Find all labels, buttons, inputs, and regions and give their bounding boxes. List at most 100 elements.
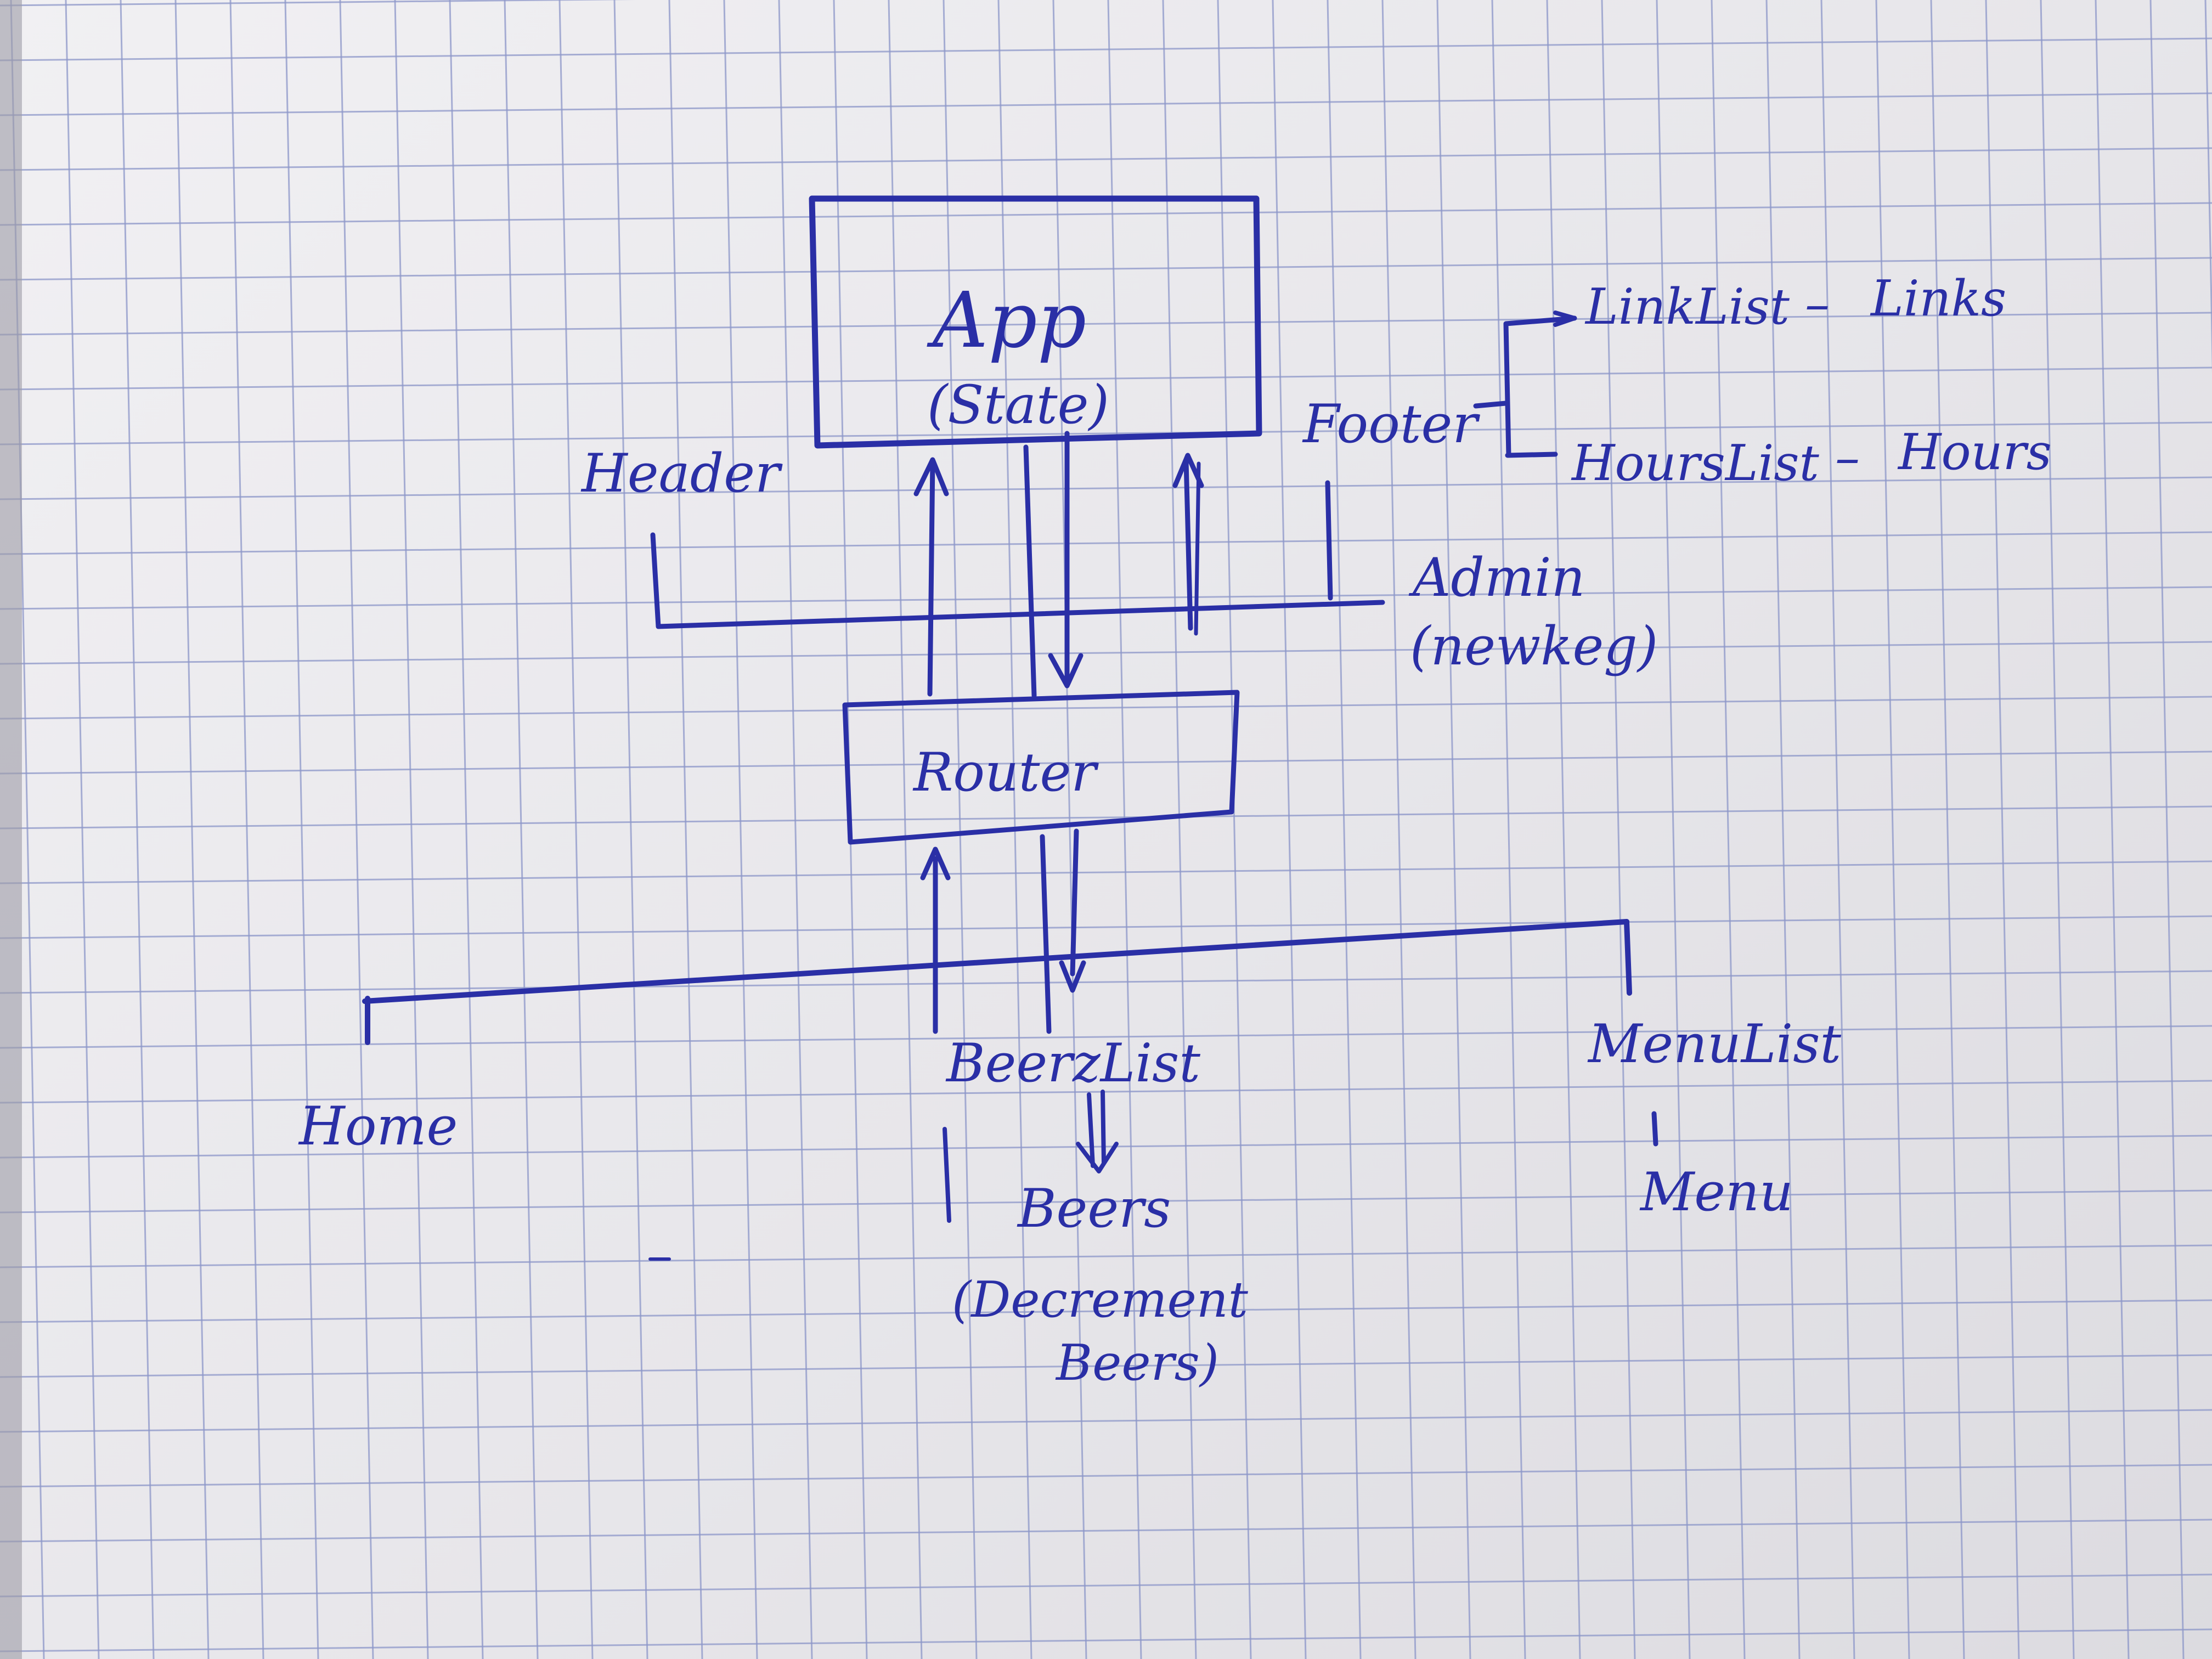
grid-line	[65, 0, 100, 1659]
beerzlist-to-router-arrowhead	[920, 847, 951, 881]
grid-line	[0, 860, 2212, 884]
grid-line	[0, 257, 2212, 281]
beerzlist-to-beers-arrowhead	[1076, 1142, 1119, 1173]
grid-line	[0, 1464, 2212, 1488]
app-to-router-line-a	[1023, 444, 1037, 698]
menu-label: Menu	[1640, 1161, 1793, 1223]
grid-line	[1052, 0, 1087, 1659]
footer-bracket	[1473, 315, 1577, 458]
grid-line	[449, 0, 484, 1659]
router-to-beerzlist-line-a	[1040, 834, 1052, 1034]
grid-line	[778, 0, 813, 1659]
hours-label: Hours	[1898, 424, 2052, 481]
links-label: Links	[1871, 270, 2007, 328]
grid-line	[943, 0, 978, 1659]
beerzlist-label: BeerzList	[946, 1032, 1200, 1094]
beers-title: Beers	[1018, 1178, 1171, 1239]
grid-line	[0, 312, 2212, 336]
router-to-beerzlist-line-b	[1070, 828, 1079, 977]
router-children-bus	[362, 919, 1629, 1004]
header-label: Header	[582, 443, 780, 504]
grid-line	[1162, 0, 1197, 1659]
grid-line	[0, 751, 2212, 775]
grid-line	[1601, 0, 1636, 1659]
app-to-router-arrowhead	[1048, 653, 1084, 689]
grid-line	[0, 1189, 2212, 1214]
beerzlist-to-beers-arrow	[1087, 1092, 1095, 1168]
grid-line	[0, 1244, 2212, 1268]
grid-line	[0, 0, 636, 7]
grid-line	[1820, 0, 1855, 1659]
router-to-beerzlist-arrowhead	[1059, 960, 1086, 993]
grid-line	[0, 1409, 2212, 1433]
grid-line	[1711, 0, 1746, 1659]
grid-line	[174, 0, 210, 1659]
beers-side-line	[943, 1127, 951, 1223]
footer-bracket-arrowhead	[1553, 311, 1577, 327]
grid-line	[2095, 0, 2130, 1659]
grid-line	[0, 1354, 2212, 1378]
grid-line	[1765, 0, 1801, 1659]
grid-line	[0, 366, 2212, 391]
grid-line	[2149, 0, 2185, 1659]
grid-line	[1985, 0, 2020, 1659]
grid-line	[668, 0, 703, 1659]
grid-line	[1546, 0, 1581, 1659]
hourslist-label: HoursList	[1572, 435, 1819, 492]
grid-line	[0, 641, 2212, 665]
beers-note-line1: (Decrement	[952, 1271, 1248, 1329]
grid-line	[0, 421, 2212, 445]
grid-line	[1875, 0, 1910, 1659]
grid-line	[1327, 0, 1362, 1659]
grid-line	[0, 696, 2212, 720]
grid-line	[0, 147, 2212, 171]
grid-line	[0, 586, 2212, 610]
grid-line	[1491, 0, 1526, 1659]
admin-note: (newkeg)	[1410, 616, 1658, 677]
admin-to-app-arrow	[1183, 458, 1193, 631]
grid-line	[1436, 0, 1471, 1659]
grid-line	[0, 1628, 2212, 1652]
menulist-connector	[1624, 919, 1632, 996]
app-state-note: (State)	[927, 374, 1109, 436]
grid-line	[0, 1080, 2212, 1104]
grid-line	[0, 1135, 2212, 1159]
grid-line	[0, 476, 2212, 500]
grid-line	[0, 1519, 2212, 1543]
links-dash: –	[1805, 275, 1830, 333]
grid-line	[0, 970, 2212, 994]
footer-label: Footer	[1303, 393, 1478, 455]
beers-note-line2: Beers)	[1056, 1334, 1219, 1392]
grid-line	[0, 92, 2212, 116]
hours-dash: –	[1835, 429, 1860, 487]
grid-line	[0, 805, 2212, 830]
grid-line	[229, 0, 264, 1659]
router-box	[842, 690, 1240, 845]
router-to-app-arrow	[927, 458, 935, 697]
grid-line	[0, 202, 2212, 226]
grid-line	[120, 0, 155, 1659]
grid-line	[613, 0, 648, 1659]
grid-line	[888, 0, 923, 1659]
menulist-label: MenuList	[1588, 1013, 1842, 1075]
app-box	[809, 195, 1262, 449]
grid-line	[723, 0, 758, 1659]
admin-connector	[1325, 480, 1333, 601]
grid-line	[1272, 0, 1307, 1659]
grid-line	[2204, 0, 2212, 374]
linklist-label: LinkList	[1585, 278, 1790, 336]
grid-line	[0, 1299, 2212, 1323]
home-label: Home	[299, 1096, 458, 1157]
page-edge	[0, 0, 22, 1659]
grid-line	[0, 1573, 2212, 1598]
admin-title: Admin	[1413, 547, 1585, 608]
grid-line	[0, 915, 2212, 939]
grid-line	[0, 531, 2212, 555]
grid-line	[558, 0, 594, 1659]
router-label: Router	[913, 742, 1097, 803]
header-connector	[650, 532, 1385, 629]
grid-line	[1656, 0, 1691, 1659]
